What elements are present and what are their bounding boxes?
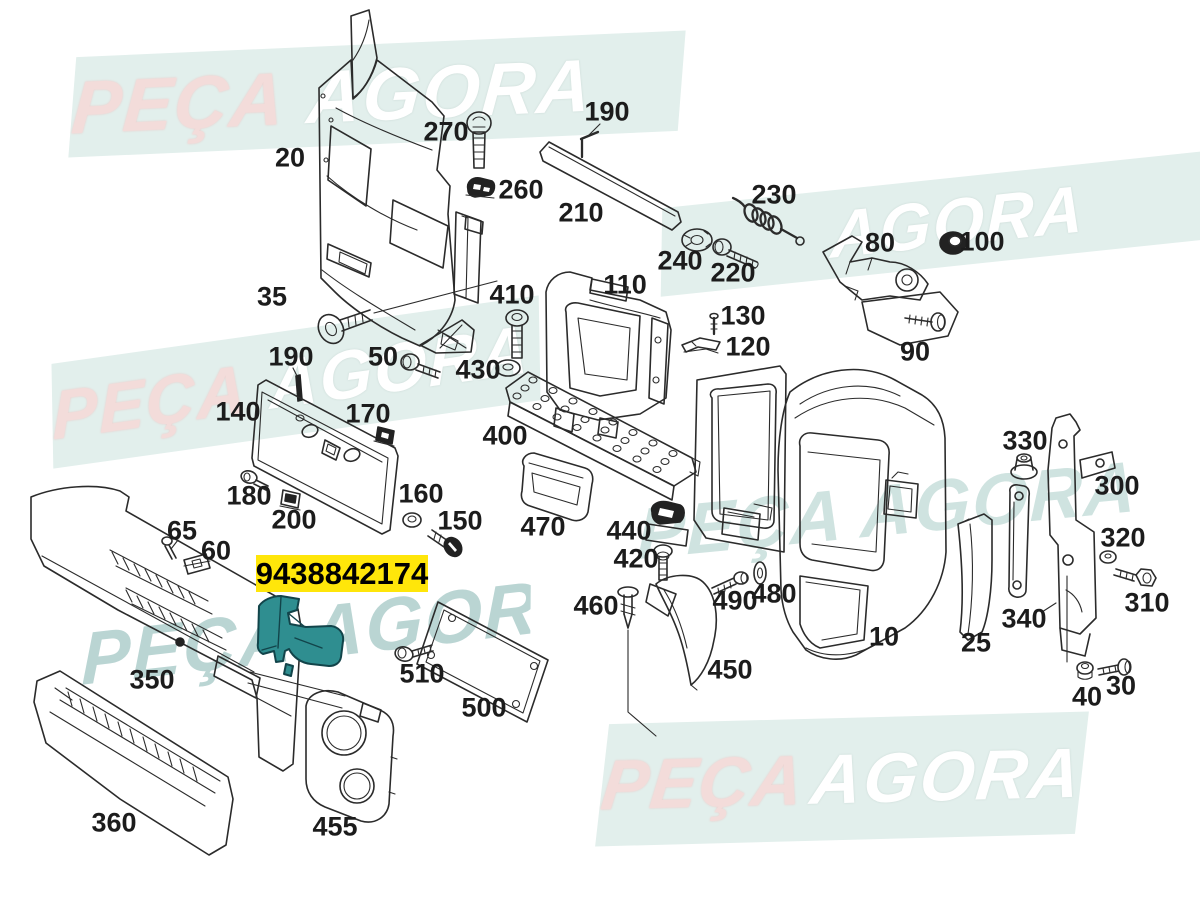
part-130-pin-drawing [709, 312, 719, 336]
part-490-bolt-drawing [711, 571, 749, 595]
part-210-bar-drawing [539, 141, 682, 231]
part-270-screw-drawing [466, 111, 492, 169]
part-220-bolt-drawing [712, 238, 759, 269]
part-240-washer-drawing [681, 228, 713, 252]
part-300-side-bracket-drawing [1047, 413, 1116, 663]
part-110-step-frame-drawing [545, 271, 672, 439]
part-460-rivet-drawing [617, 586, 657, 737]
part-190-left-rod-drawing [292, 367, 303, 402]
part-500-plate-drawing [416, 601, 549, 723]
part-100-grommet-ring-drawing [939, 231, 967, 255]
part-140-plate-bracket-drawing [251, 379, 399, 535]
part-410-screw-drawing [505, 309, 529, 359]
part-190-top-pin-drawing [579, 123, 601, 159]
part-35-flathead-screw-drawing [317, 280, 498, 345]
tread-perforations [512, 376, 678, 474]
part-340-strap-drawing [1008, 484, 1057, 613]
highlighted-part-cover-bracket-drawing [256, 595, 345, 677]
part-40-nut-drawing [1076, 661, 1094, 680]
part-20-left-corner-panel-drawing [318, 9, 484, 354]
part-260-clip-drawing [465, 177, 496, 199]
part-350-center-panel-drawing [30, 485, 346, 772]
part-330-nut-drawing [1010, 453, 1038, 480]
part-360-lower-panel-drawing [33, 670, 234, 856]
part-160-washer-drawing [402, 512, 422, 528]
part-230-spring-drawing [731, 196, 805, 246]
part-320-washer-drawing [1099, 550, 1117, 564]
part-90-bracket-screw-drawing [861, 291, 959, 346]
part-30-screw-drawing [1097, 658, 1132, 676]
part-200-clip-drawing [279, 489, 301, 511]
highlighted-part-number-badge: 9438842174 [255, 555, 429, 592]
part-455-lamp-bezel-drawing [305, 690, 398, 823]
part-50-bolt-drawing [400, 353, 441, 379]
part-10-right-corner-bumper-drawing [693, 365, 947, 660]
part-25-strip-drawing [957, 513, 993, 641]
part-420-bolt-drawing [653, 544, 673, 581]
part-450-deflector-drawing [645, 574, 718, 691]
part-430-washer-drawing [495, 359, 521, 377]
part-440-cage-nut-drawing [645, 500, 689, 547]
part-80-bracket-drawing [822, 235, 929, 301]
part-400-step-tread-drawing [505, 371, 701, 501]
part-170-clip-drawing [373, 426, 395, 447]
part-120-clip-drawing [681, 337, 721, 354]
part-150-bolt-drawing [427, 529, 463, 558]
part-310-screw-drawing [1113, 568, 1157, 587]
part-65-screw-drawing [161, 536, 179, 560]
part-180-screw-drawing [240, 470, 269, 491]
part-60-clip-drawing [183, 553, 211, 575]
part-470-pocket-drawing [520, 452, 594, 522]
part-480-washer-drawing [753, 561, 767, 585]
